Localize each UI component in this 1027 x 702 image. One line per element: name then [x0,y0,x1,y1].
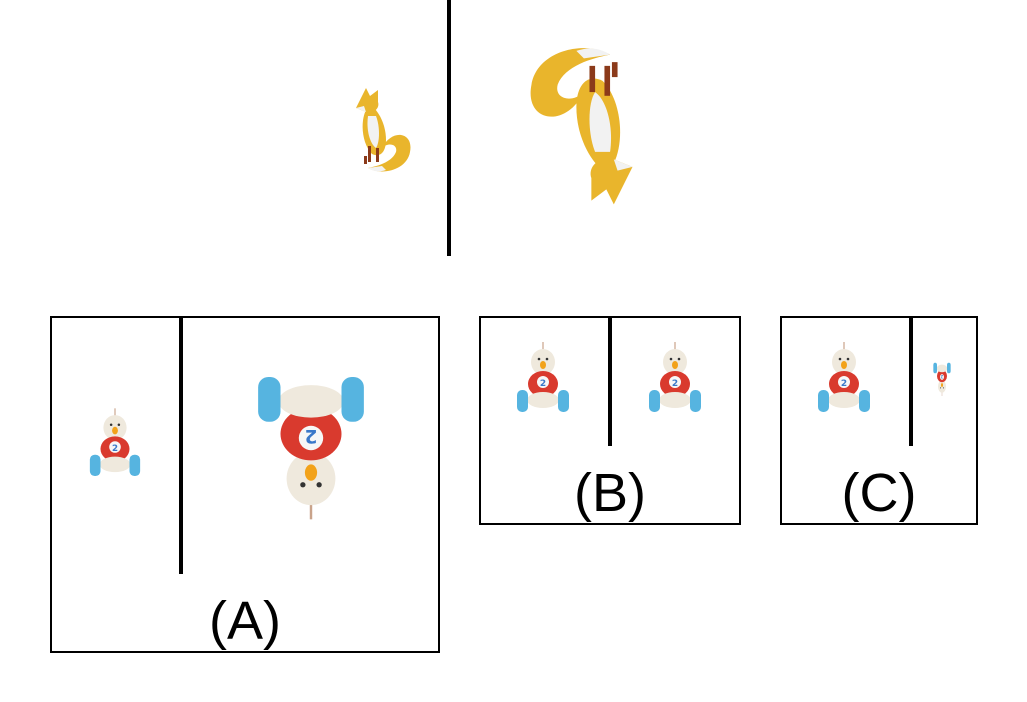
option-c-panel[interactable]: (C) [780,316,978,525]
option-b-label: (B) [574,463,646,523]
option-c-divider [909,318,913,446]
toy-bird-car-image [513,342,573,422]
option-c-label: (C) [841,463,917,523]
option-a-panel[interactable]: (A) [50,316,440,653]
example-pair [0,0,1027,260]
option-b-panel[interactable]: (B) [479,316,741,525]
option-a-divider [179,318,183,574]
example-divider [447,0,451,256]
fox-small-image [352,86,414,178]
toy-bird-car-inverted-large-image [250,356,372,520]
option-b-divider [608,318,612,446]
toy-bird-car-image [86,408,144,486]
toy-bird-car-image [814,342,874,422]
toy-bird-car-inverted-small-image [932,358,952,396]
fox-large-inverted-image [524,34,640,210]
toy-bird-car-image [645,342,705,422]
option-a-label: (A) [209,591,281,651]
